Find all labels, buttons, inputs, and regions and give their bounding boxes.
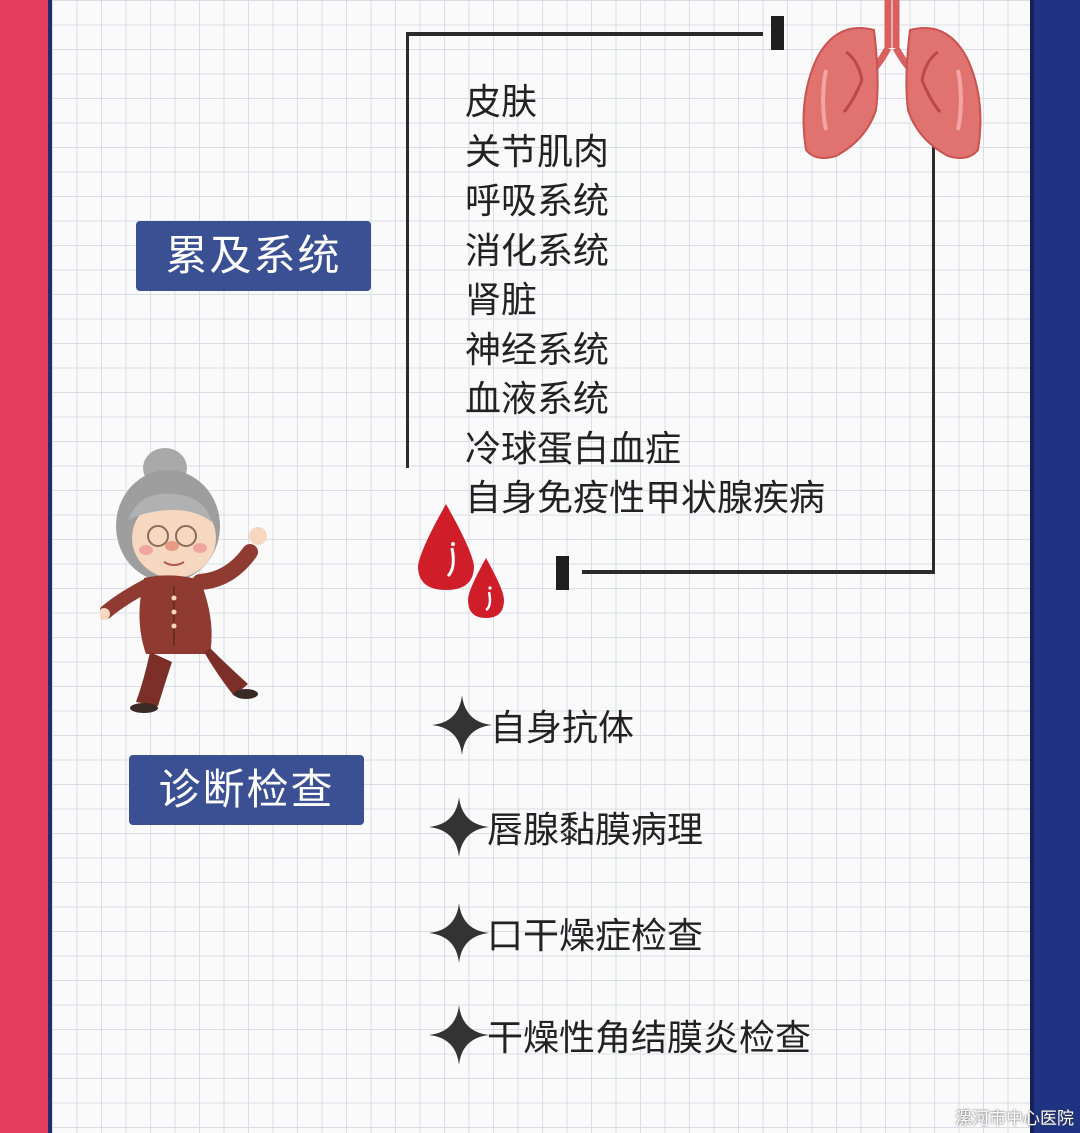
list-item: 肾脏 bbox=[465, 280, 538, 321]
diagnosis-item: 自身抗体 bbox=[430, 690, 634, 760]
diagnosis-item-label: 口干燥症检查 bbox=[487, 916, 704, 957]
frame-right-line bbox=[932, 140, 935, 574]
list-item: 关节肌肉 bbox=[465, 131, 610, 173]
list-item: 呼吸系统 bbox=[465, 181, 610, 222]
diagnosis-item-label: 干燥性角结膜炎检查 bbox=[487, 1018, 812, 1059]
list-item: 神经系统 bbox=[465, 329, 610, 371]
grandma-illustration bbox=[100, 448, 267, 713]
watermark: 漯河市中心医院 bbox=[955, 1109, 1074, 1129]
list-item: 皮肤 bbox=[465, 82, 538, 123]
diagnosis-item: 干燥性角结膜炎检查 bbox=[427, 1000, 811, 1070]
diagnosis-item: 口干燥症检查 bbox=[427, 898, 703, 968]
list-item: 自身免疫性甲状腺疾病 bbox=[465, 478, 826, 519]
left-accent-line bbox=[48, 0, 52, 1133]
frame-bottom-cap bbox=[556, 556, 569, 590]
grid-background bbox=[52, 0, 1030, 1133]
star-icon bbox=[429, 903, 489, 963]
frame-left-line bbox=[406, 32, 409, 468]
right-accent-bar bbox=[1034, 0, 1080, 1133]
star-icon bbox=[429, 1005, 489, 1065]
list-item: 消化系统 bbox=[465, 230, 610, 272]
list-item: 血液系统 bbox=[465, 379, 610, 420]
affected-systems-label: 累及系统 bbox=[136, 221, 371, 291]
frame-top-line bbox=[407, 32, 763, 36]
diagnosis-item-label: 自身抗体 bbox=[490, 708, 635, 749]
diagnosis-item-label: 唇腺黏膜病理 bbox=[487, 810, 704, 851]
blood-drop-icon bbox=[418, 504, 504, 618]
lungs-icon bbox=[802, 0, 982, 159]
frame-bottom-line bbox=[582, 570, 934, 574]
right-accent-line bbox=[1030, 0, 1034, 1133]
affected-systems-list: 皮肤 关节肌肉 呼吸系统 消化系统 肾脏 神经系统 血液系统 冷球蛋白血症 自身… bbox=[465, 78, 825, 524]
list-item: 冷球蛋白血症 bbox=[465, 428, 682, 470]
star-icon bbox=[432, 695, 492, 755]
diagnosis-label: 诊断检查 bbox=[129, 755, 364, 825]
frame-top-cap bbox=[771, 16, 784, 50]
star-icon bbox=[429, 797, 489, 857]
left-accent-bar bbox=[0, 0, 48, 1133]
diagnosis-item: 唇腺黏膜病理 bbox=[427, 792, 703, 862]
